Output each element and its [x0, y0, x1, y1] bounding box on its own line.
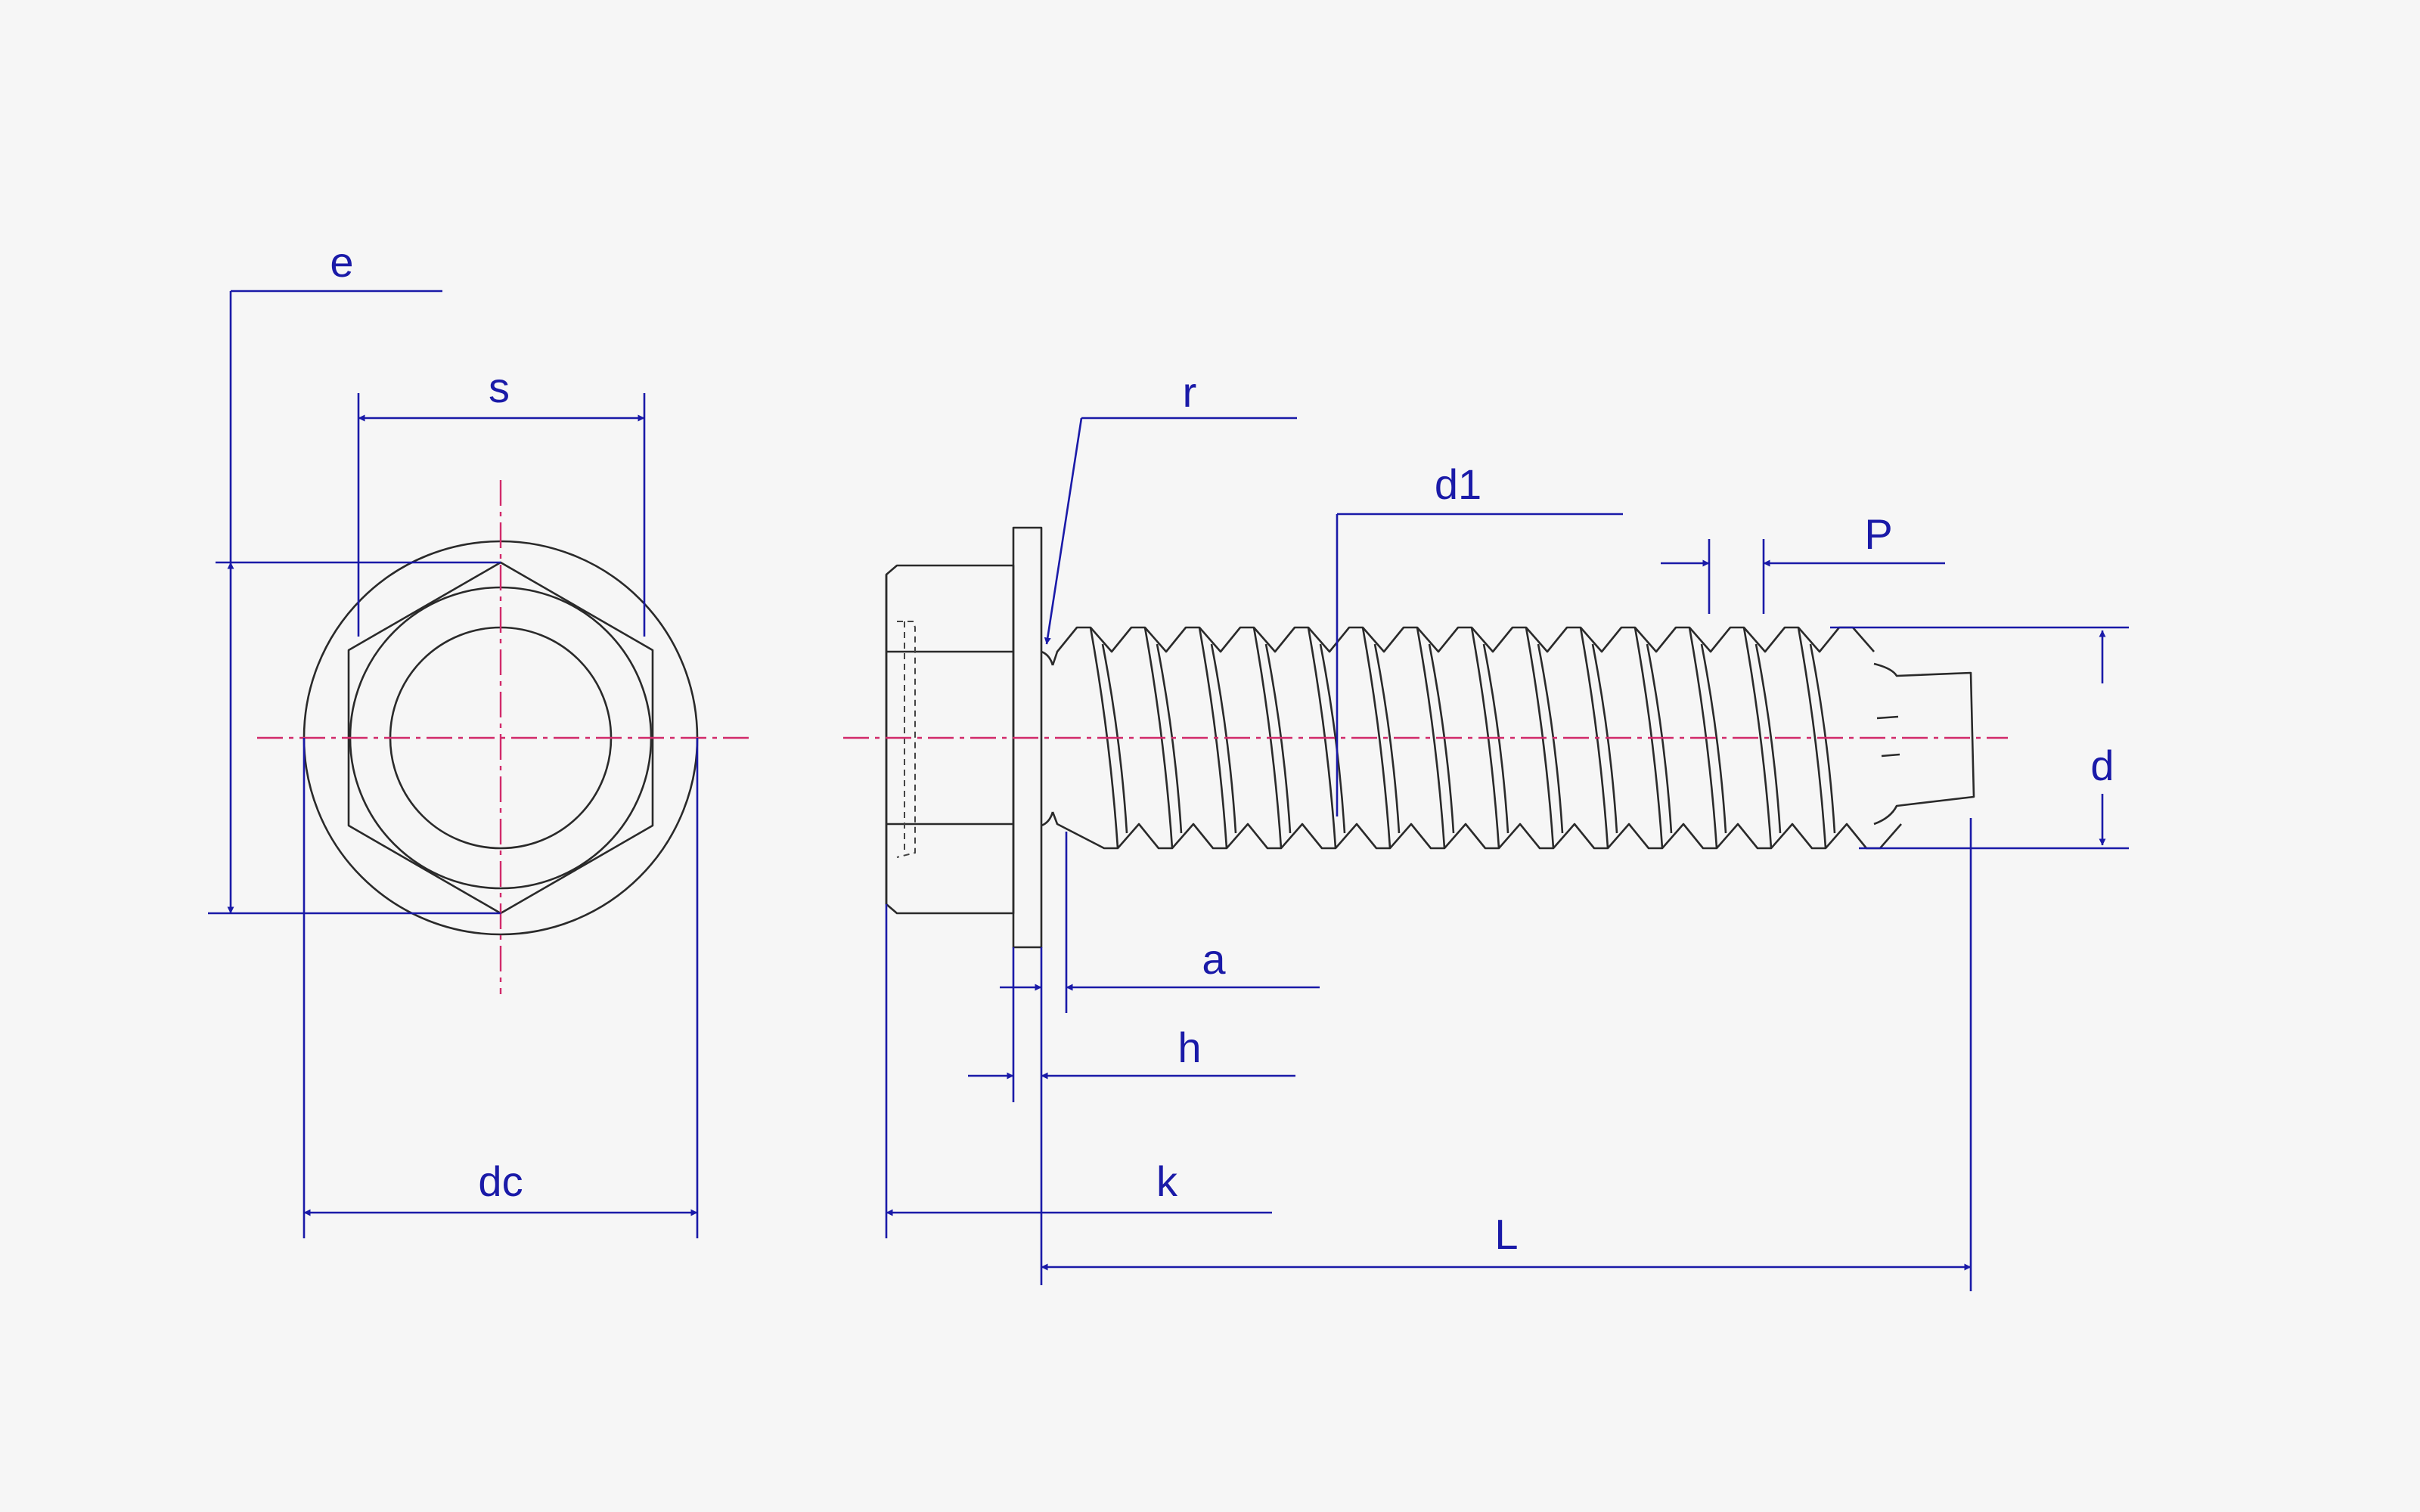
- label-r: r: [1183, 368, 1197, 416]
- dimension-h: h: [968, 947, 1295, 1102]
- label-dc: dc: [478, 1157, 523, 1205]
- end-view: e s dc: [208, 238, 749, 1238]
- drill-tip: [1873, 662, 1975, 826]
- label-d1: d1: [1435, 460, 1481, 508]
- dimension-r: r: [1044, 368, 1297, 645]
- dimension-P: P: [1661, 510, 1945, 614]
- dimension-dc: dc: [302, 738, 699, 1238]
- dimension-L: L: [1041, 818, 1972, 1291]
- dimension-e: e: [208, 238, 501, 915]
- label-h: h: [1177, 1024, 1201, 1071]
- label-d: d: [2090, 742, 2114, 789]
- thread-crest-line-bottom: [1051, 811, 1902, 850]
- dimension-s: s: [357, 364, 646, 637]
- label-k: k: [1156, 1157, 1178, 1205]
- thread-crest-line-top: [1051, 626, 1875, 666]
- side-view: r d1 P d a: [843, 368, 2129, 1291]
- dimension-k: k: [885, 904, 1272, 1285]
- thread-profile: [1051, 626, 1902, 850]
- label-a: a: [1202, 935, 1226, 983]
- dimension-d1: d1: [1336, 460, 1623, 816]
- label-L: L: [1494, 1210, 1518, 1258]
- thread-flank: [1742, 627, 1782, 849]
- dimension-a: a: [1000, 832, 1320, 1102]
- dimension-d: d: [1830, 626, 2129, 850]
- underhead-fillet: [1041, 650, 1054, 827]
- hex-head-side: [885, 564, 1015, 915]
- thread-flank: [1361, 627, 1401, 849]
- label-e: e: [330, 238, 353, 286]
- label-s: s: [489, 364, 510, 411]
- label-P: P: [1864, 510, 1892, 558]
